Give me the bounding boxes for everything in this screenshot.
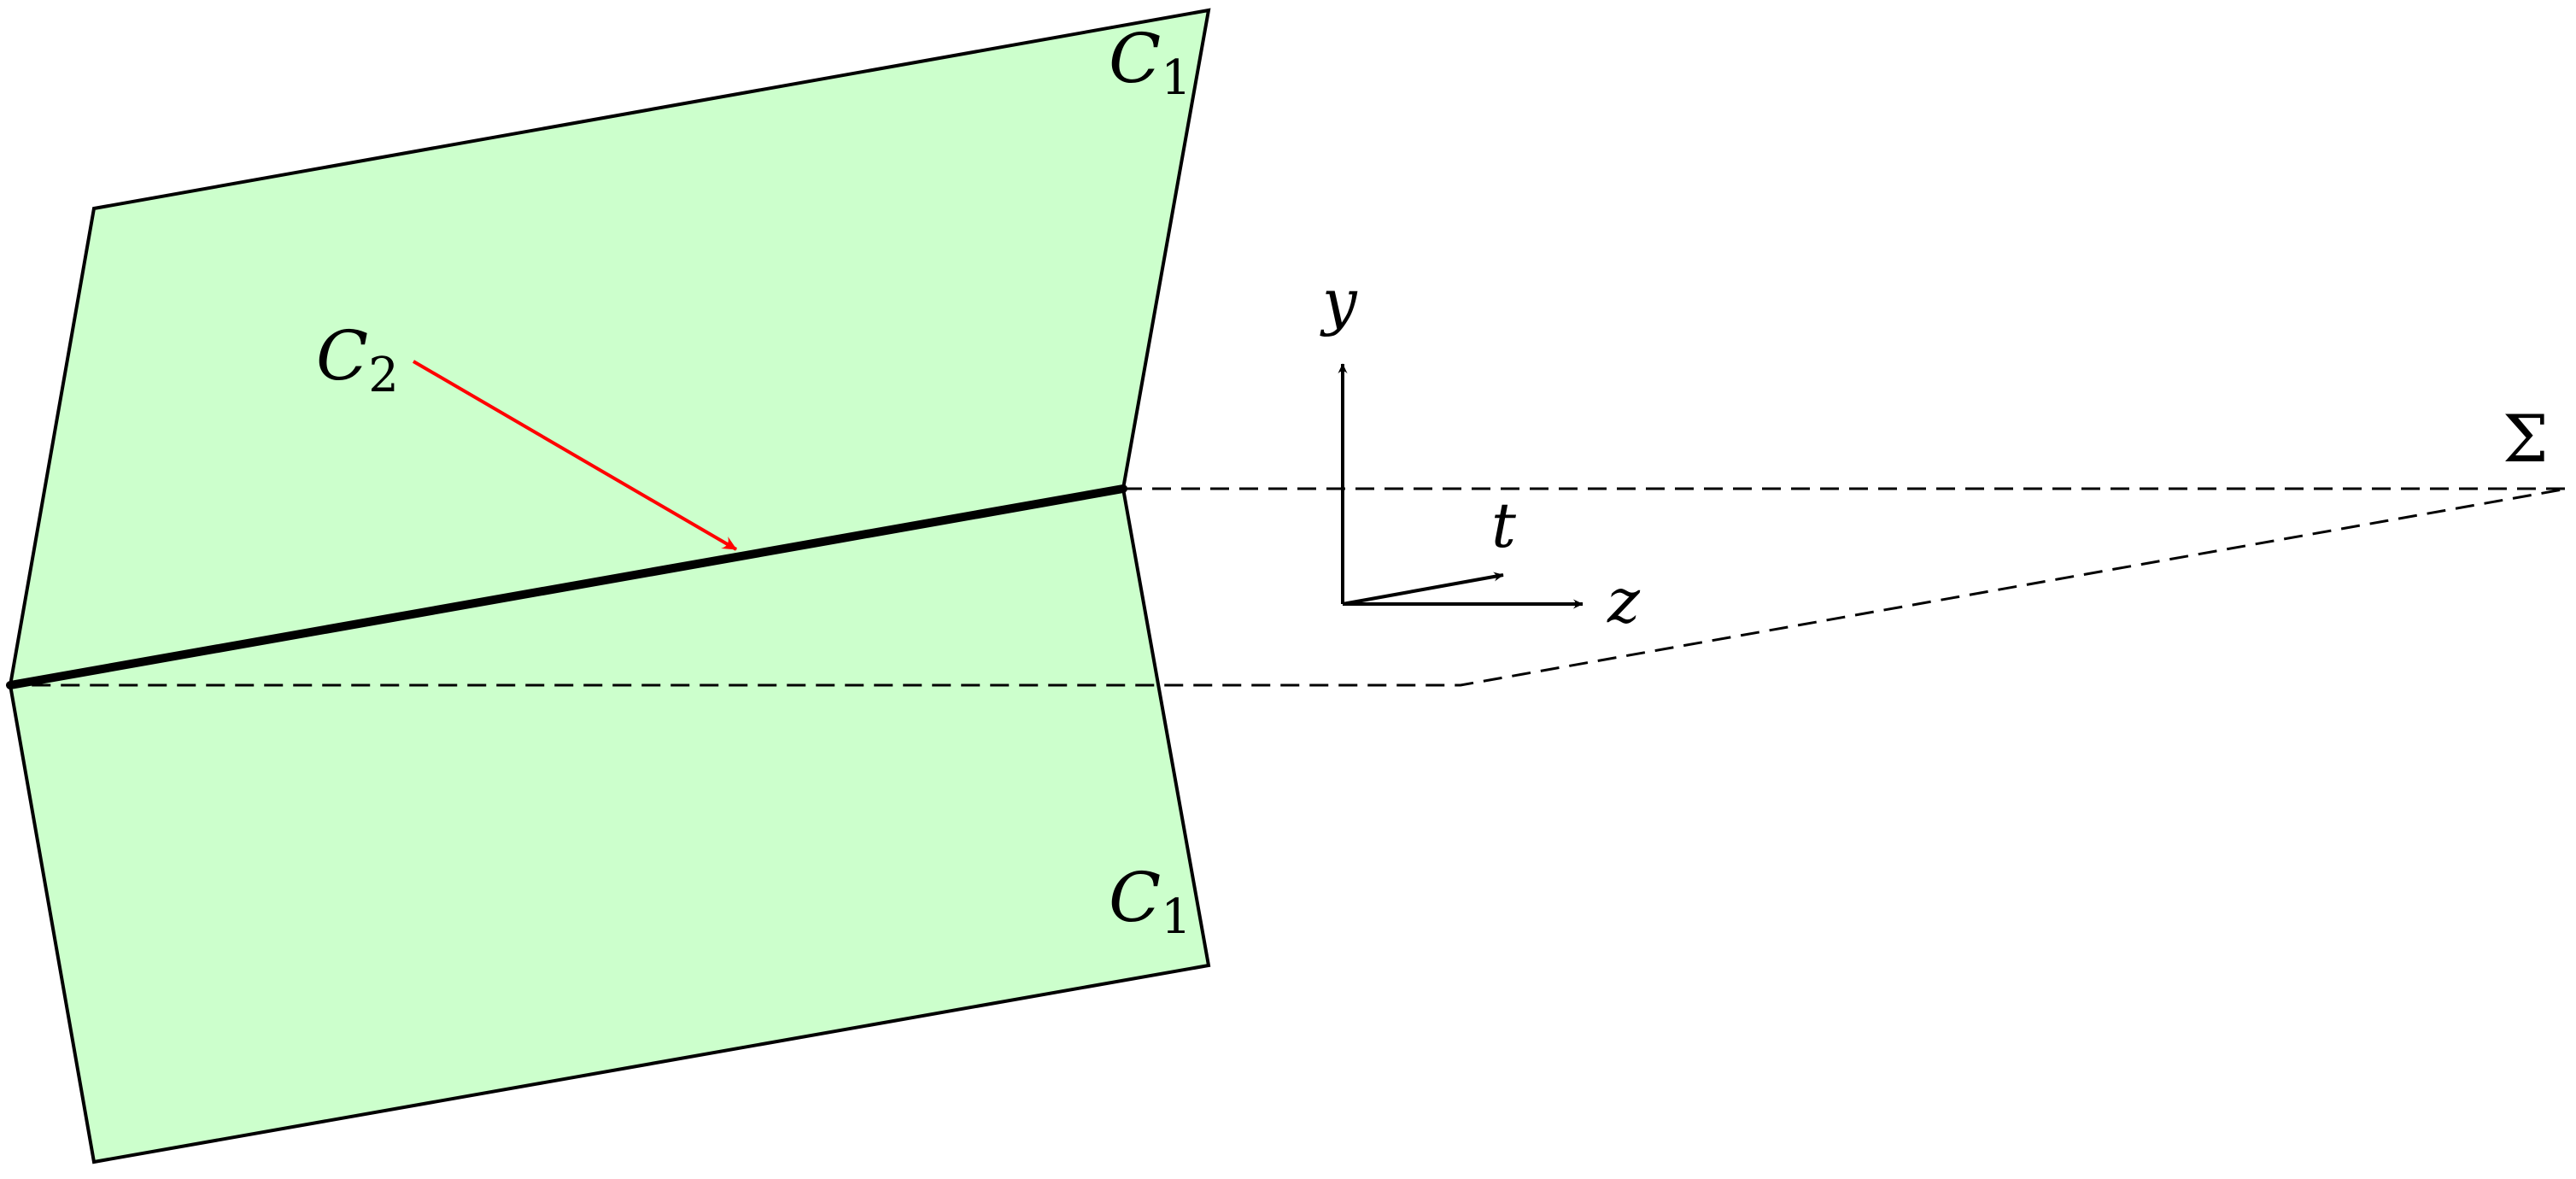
- label-axis-z: z: [1607, 565, 1641, 636]
- label-axis-y: y: [1320, 266, 1358, 337]
- label-c1-bottom: C1: [1109, 858, 1191, 945]
- intersection-line-c2: [6, 484, 1127, 689]
- sigma-plane-outline: [10, 487, 2568, 687]
- label-c1-top: C1: [1109, 19, 1191, 106]
- label-c2: C2: [316, 316, 399, 403]
- label-sigma: Σ: [2503, 401, 2549, 477]
- c2-pointer-arrow: [412, 360, 738, 551]
- t-axis-arrow: [1342, 572, 1504, 606]
- label-axis-t: t: [1491, 490, 1517, 561]
